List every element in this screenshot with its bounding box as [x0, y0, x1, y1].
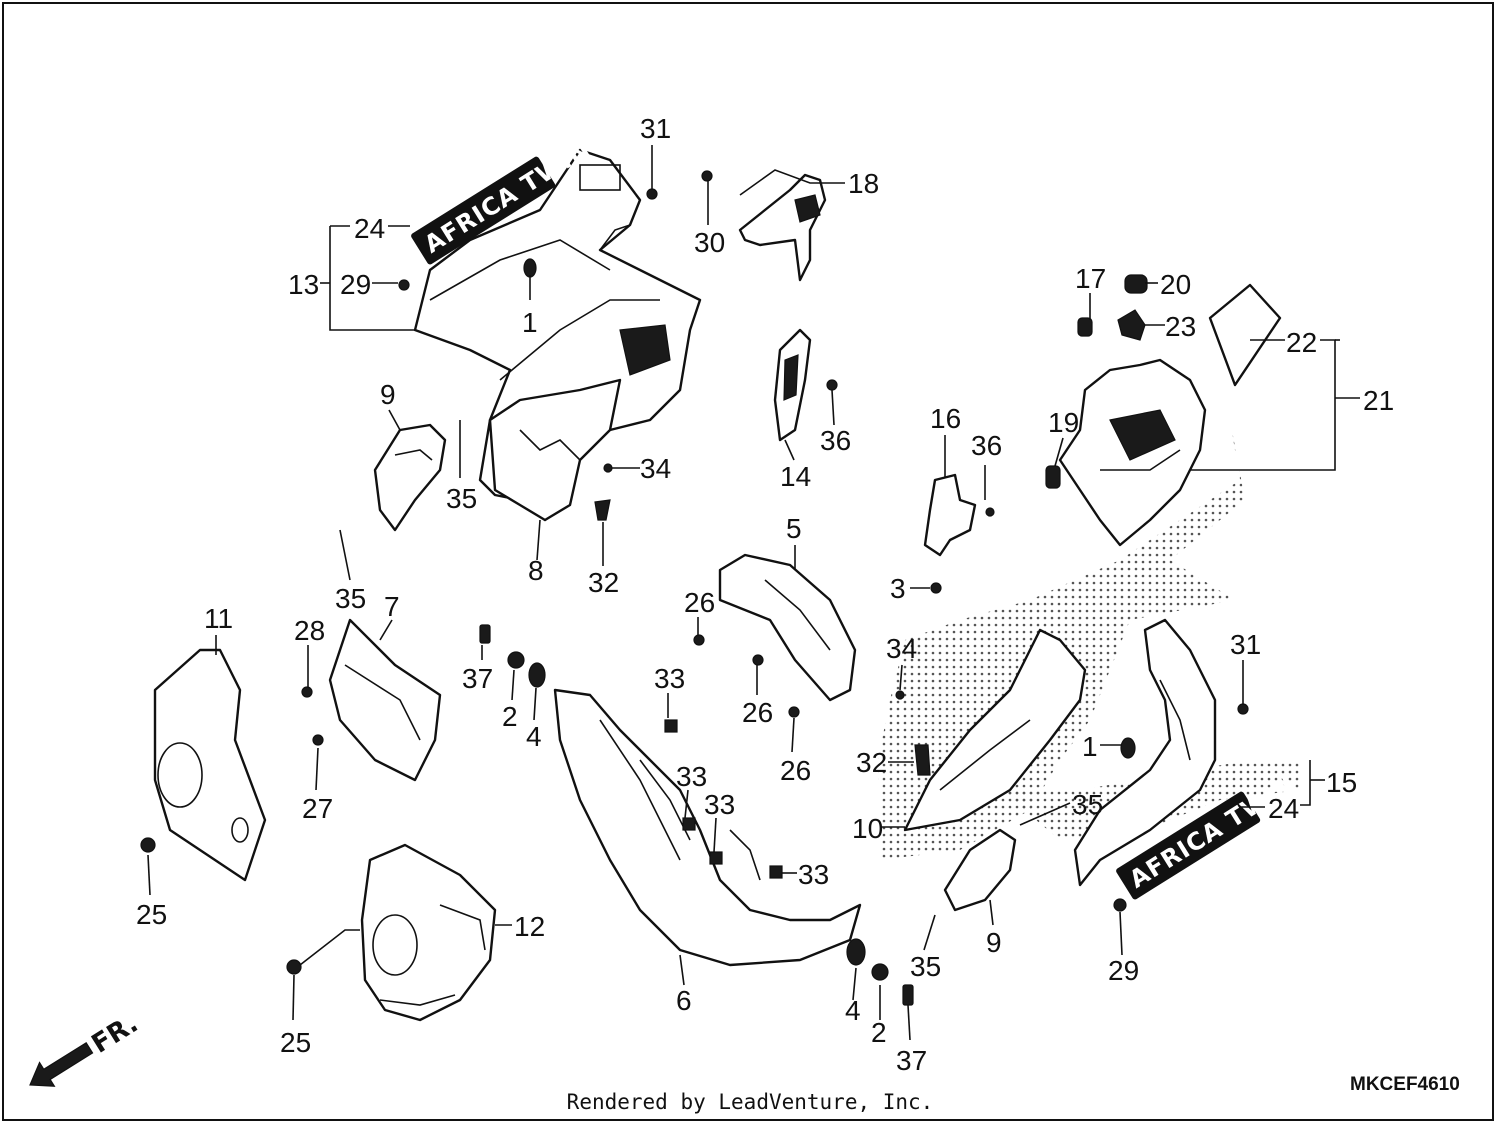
callout-33-bottom[interactable]: 33: [798, 859, 829, 890]
part-17-grommet: [1077, 317, 1093, 337]
part-18-bracket: [738, 173, 827, 282]
callout-9-lower[interactable]: 9: [986, 927, 1002, 958]
callout-26-lower[interactable]: 26: [780, 755, 811, 786]
callout-labels: 31 18 30 24 13 29 1 17 20 23 22 21 9 36 …: [136, 113, 1394, 1076]
callout-24-lower[interactable]: 24: [1268, 793, 1299, 824]
part-10-inner-panel: [903, 628, 1087, 832]
callout-32-lower[interactable]: 32: [856, 747, 887, 778]
callout-4-lower[interactable]: 4: [845, 995, 861, 1026]
part-15-lower-cowl: [1073, 618, 1217, 887]
front-marker-text: FR.: [87, 1009, 144, 1060]
callout-27[interactable]: 27: [302, 793, 333, 824]
callout-2-lower[interactable]: 2: [871, 1017, 887, 1048]
callout-8[interactable]: 8: [528, 555, 544, 586]
callout-22[interactable]: 22: [1286, 327, 1317, 358]
callout-9-upper[interactable]: 9: [380, 379, 396, 410]
callout-24-upper[interactable]: 24: [354, 213, 385, 244]
callout-19[interactable]: 19: [1048, 407, 1079, 438]
callout-16[interactable]: 16: [930, 403, 961, 434]
callout-36-left[interactable]: 36: [820, 425, 851, 456]
part-12-front-cover: [360, 843, 497, 1022]
callout-6[interactable]: 6: [676, 985, 692, 1016]
callout-10[interactable]: 10: [852, 813, 883, 844]
part-5-duct: [718, 553, 857, 702]
callout-23[interactable]: 23: [1165, 311, 1196, 342]
callout-14[interactable]: 14: [780, 461, 811, 492]
callout-34-lower[interactable]: 34: [886, 633, 917, 664]
callout-37-upper[interactable]: 37: [462, 663, 493, 694]
callout-26-upper[interactable]: 26: [684, 587, 715, 618]
callout-28[interactable]: 28: [294, 615, 325, 646]
callout-20[interactable]: 20: [1160, 269, 1191, 300]
callout-35-left[interactable]: 35: [335, 583, 366, 614]
front-direction-arrow: FR.: [29, 1009, 144, 1087]
callout-34-upper[interactable]: 34: [640, 453, 671, 484]
callout-32-upper[interactable]: 32: [588, 567, 619, 598]
callout-29-lower[interactable]: 29: [1108, 955, 1139, 986]
callout-36-right[interactable]: 36: [971, 430, 1002, 461]
callout-13[interactable]: 13: [288, 269, 319, 300]
callout-26-middle[interactable]: 26: [742, 697, 773, 728]
callout-30[interactable]: 30: [694, 227, 725, 258]
leader-lines: [147, 145, 1360, 1041]
callout-25-lower[interactable]: 25: [280, 1027, 311, 1058]
part-9-lower-cover: [943, 828, 1017, 912]
callout-33-lower[interactable]: 33: [704, 789, 735, 820]
part-7-inner-cover: [328, 618, 442, 782]
callout-25-left[interactable]: 25: [136, 899, 167, 930]
part-16-bracket: [923, 473, 977, 557]
part-8-inner-panel: [488, 378, 622, 522]
part-23-clip: [1117, 309, 1146, 341]
callout-12[interactable]: 12: [514, 911, 545, 942]
part-20-grommet: [1124, 274, 1148, 294]
callout-37-lower[interactable]: 37: [896, 1045, 927, 1076]
callout-35-lower[interactable]: 35: [910, 951, 941, 982]
callout-17[interactable]: 17: [1075, 263, 1106, 294]
callout-33-middle[interactable]: 33: [676, 761, 707, 792]
callout-31-upper[interactable]: 31: [640, 113, 671, 144]
callout-1-upper[interactable]: 1: [522, 307, 538, 338]
callout-21[interactable]: 21: [1363, 385, 1394, 416]
callout-1-lower[interactable]: 1: [1082, 731, 1098, 762]
callout-35-right[interactable]: 35: [1072, 789, 1103, 820]
part-6-under-cowl: [553, 688, 862, 967]
callout-7[interactable]: 7: [384, 591, 400, 622]
part-9-upper-cover: [373, 423, 447, 532]
callout-2-upper[interactable]: 2: [502, 701, 518, 732]
fasteners: [140, 170, 1249, 1006]
part-22-lid: [1208, 283, 1282, 387]
diagram-code: MKCEF4610: [1350, 1074, 1460, 1095]
callout-5[interactable]: 5: [786, 513, 802, 544]
part-14-stay: [773, 328, 812, 442]
callout-29-upper[interactable]: 29: [340, 269, 371, 300]
part-21-meter-cover: [1058, 358, 1207, 547]
callout-18[interactable]: 18: [848, 168, 879, 199]
callout-4-upper[interactable]: 4: [526, 721, 542, 752]
callout-33-top[interactable]: 33: [654, 663, 685, 694]
part-11-side-cover: [153, 648, 267, 882]
part-19-grommet: [1045, 465, 1061, 489]
footer-credit: Rendered by LeadVenture, Inc.: [566, 1090, 934, 1114]
callout-31-lower[interactable]: 31: [1230, 629, 1261, 660]
callout-11[interactable]: 11: [204, 603, 233, 634]
callout-35-upper[interactable]: 35: [446, 483, 477, 514]
callout-3[interactable]: 3: [890, 573, 906, 604]
callout-15[interactable]: 15: [1326, 767, 1357, 798]
